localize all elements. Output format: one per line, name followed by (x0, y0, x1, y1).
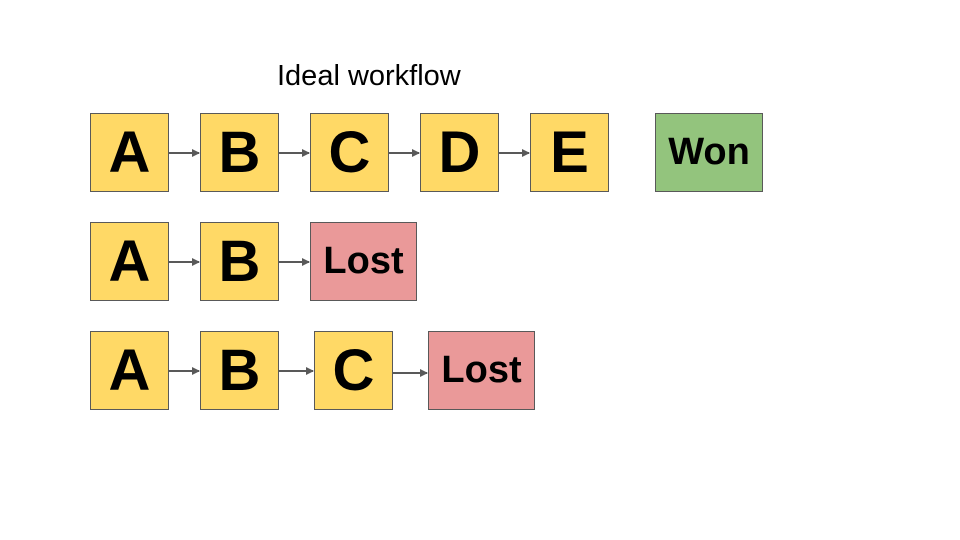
row1-step-a: A (90, 113, 169, 192)
row2-step-a: A (90, 222, 169, 301)
row3-step-b: B (200, 331, 279, 410)
row3-outcome-lost: Lost (428, 331, 535, 410)
row2-step-b: B (200, 222, 279, 301)
diagram-title: Ideal workflow (277, 60, 461, 92)
row3-step-a: A (90, 331, 169, 410)
row1-step-e: E (530, 113, 609, 192)
row1-step-c: C (310, 113, 389, 192)
row1-step-b: B (200, 113, 279, 192)
row1-step-d: D (420, 113, 499, 192)
row3-step-c: C (314, 331, 393, 410)
row2-outcome-lost: Lost (310, 222, 417, 301)
row1-outcome-won: Won (655, 113, 763, 192)
